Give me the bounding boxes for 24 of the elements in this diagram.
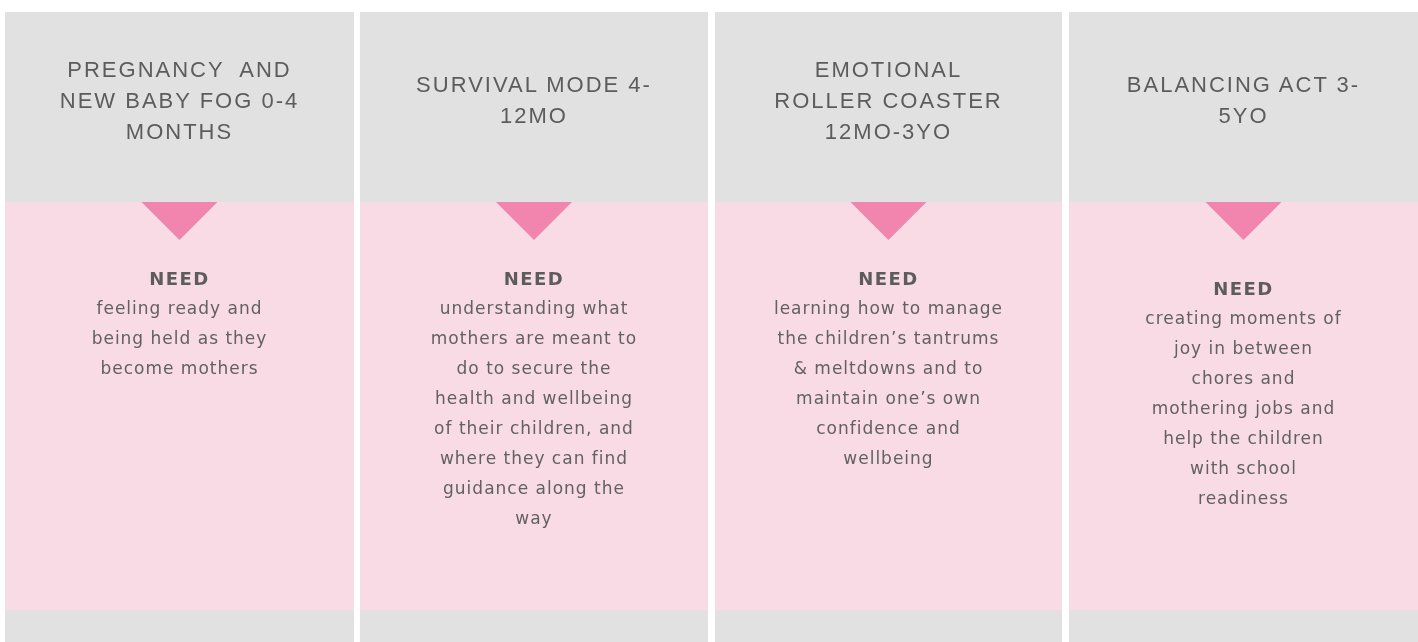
stage-title: BALANCING ACT 3-5YO bbox=[1125, 71, 1362, 130]
heading: NEED bbox=[1213, 278, 1274, 299]
stage-title: PREGNANCY AND NEW BABY FOG 0-4 MONTHS bbox=[58, 55, 301, 146]
heading: NEED bbox=[858, 268, 919, 289]
arrow bbox=[496, 202, 572, 240]
arrow bbox=[850, 202, 927, 240]
description: learning how to manage the children’s tantrums & meltdowns and to maintain one’s own confidence and wellbeing bbox=[772, 297, 1005, 470]
arrow bbox=[1205, 202, 1282, 240]
stage-title: SURVIVAL MODE 4-12MO bbox=[415, 71, 653, 130]
stage-header bbox=[715, 12, 1062, 202]
stage-header bbox=[1069, 12, 1418, 202]
need-panel bbox=[1069, 202, 1418, 610]
need-panel bbox=[360, 202, 708, 610]
need-panel bbox=[715, 202, 1062, 610]
arrow bbox=[141, 202, 218, 240]
description: creating moments of joy in between chores and mothering jobs and help the children with school readiness bbox=[1144, 307, 1343, 510]
need-panel bbox=[5, 202, 354, 610]
stage-title: EMOTIONAL ROLLER COASTER 12MO-3YO bbox=[773, 55, 1004, 146]
heading: NEED bbox=[503, 268, 565, 289]
description: understanding what mothers are meant to do to secure the health and wellbeing of their children, and where they can find guidance along the way bbox=[429, 297, 639, 530]
heading: NEED bbox=[149, 268, 210, 289]
stage-header bbox=[360, 12, 708, 202]
stage-header bbox=[5, 12, 354, 202]
description: feeling ready and being held as they become mothers bbox=[90, 297, 269, 380]
